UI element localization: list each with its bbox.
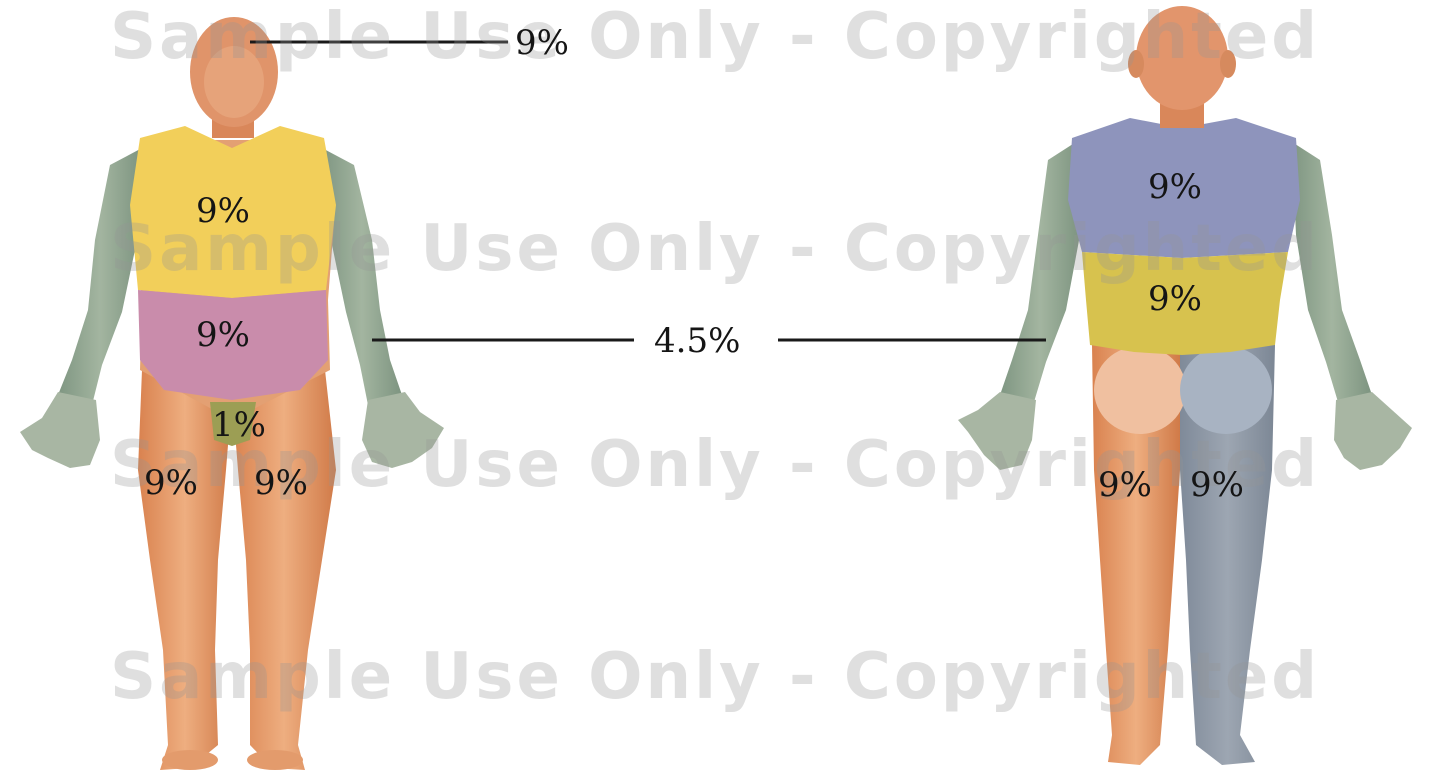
label-back-right-leg: 9% [1190, 468, 1244, 502]
label-front-right-leg: 9% [144, 466, 198, 500]
front-right-foot [162, 750, 218, 770]
back-right-buttock [1180, 346, 1272, 434]
label-back-upper: 9% [1148, 170, 1202, 204]
label-front-groin: 1% [212, 408, 266, 442]
front-right-arm [58, 148, 142, 405]
label-arm: 4.5% [654, 324, 740, 358]
back-body-figure [958, 6, 1412, 765]
front-right-hand [20, 392, 100, 468]
label-back-lower: 9% [1148, 282, 1202, 316]
back-left-hand [958, 392, 1036, 470]
back-right-arm [1292, 142, 1372, 402]
back-left-buttock [1094, 346, 1186, 434]
front-left-foot [247, 750, 303, 770]
label-front-chest: 9% [196, 194, 250, 228]
front-body-figure [20, 17, 444, 770]
front-left-arm [322, 148, 402, 405]
label-head: 9% [515, 26, 569, 60]
back-right-hand [1334, 392, 1412, 470]
front-left-hand [362, 392, 444, 468]
back-head [1136, 6, 1228, 110]
front-face [204, 46, 264, 118]
label-front-left-leg: 9% [254, 466, 308, 500]
back-left-ear [1128, 50, 1144, 78]
label-front-abdomen: 9% [196, 318, 250, 352]
back-right-ear [1220, 50, 1236, 78]
label-back-left-leg: 9% [1098, 468, 1152, 502]
back-left-arm [1000, 142, 1080, 402]
